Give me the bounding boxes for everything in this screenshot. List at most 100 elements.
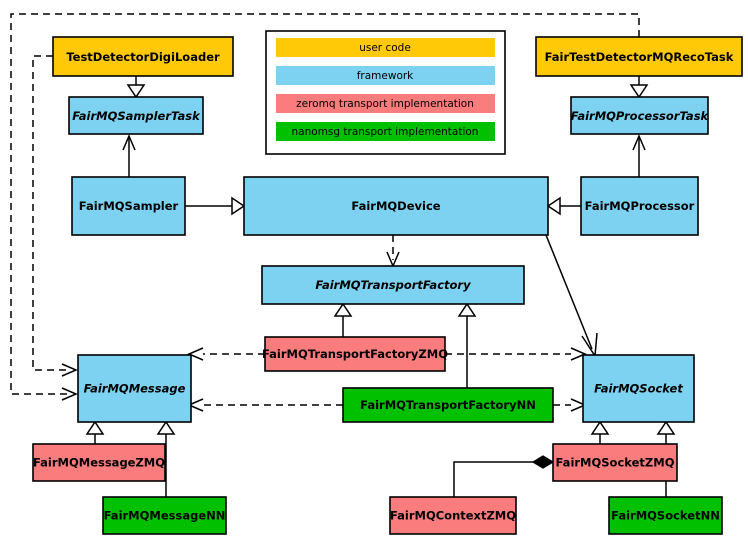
node-FairTestDetectorMQRecoTask[interactable]: FairTestDetectorMQRecoTask (535, 36, 743, 77)
node-box[interactable] (535, 36, 743, 77)
edge-messagezmq-message (85, 420, 105, 444)
edge-digiloader-samplertask (126, 76, 146, 99)
edge-recotask-processortask (629, 76, 649, 99)
arrow-filled-diamond (531, 455, 555, 469)
node-label: FairMQTransportFactoryZMQ (262, 347, 448, 361)
node-layer: TestDetectorDigiLoader FairTestDetectorM… (32, 36, 743, 535)
edge-sampler-device (185, 196, 246, 216)
node-FairMQMessageZMQ[interactable]: FairMQMessageZMQ (32, 443, 166, 482)
arrow-hollow-head (656, 420, 676, 435)
arrow-open-head (122, 134, 136, 151)
legend-label-nanomsg: nanomsg transport implementation (292, 126, 479, 138)
edge-contextzmq-socketzmq (453, 455, 555, 497)
edge-tfnn-tf (457, 302, 477, 388)
node-label: FairMQDevice (351, 199, 440, 213)
node-box[interactable] (582, 354, 695, 423)
node-FairMQTransportFactory[interactable]: FairMQTransportFactory (261, 265, 525, 305)
node-label: FairMQSamplerTask (72, 109, 201, 123)
edge-device-transportfactory (386, 235, 400, 268)
node-FairMQMessage[interactable]: FairMQMessage (77, 354, 192, 423)
legend-label-framework: framework (357, 70, 414, 82)
node-box[interactable] (52, 36, 234, 77)
edge-layer (10, 13, 676, 497)
arrow-hollow-head (333, 302, 353, 317)
legend: user code framework zeromq transport imp… (265, 30, 506, 155)
node-box[interactable] (608, 496, 723, 535)
node-label: FairMQMessage (84, 382, 186, 396)
node-label: FairTestDetectorMQRecoTask (545, 50, 734, 64)
node-FairMQSocketZMQ[interactable]: FairMQSocketZMQ (552, 443, 678, 482)
node-box[interactable] (342, 387, 554, 423)
node-label: TestDetectorDigiLoader (66, 50, 220, 64)
node-box[interactable] (77, 354, 192, 423)
node-label: FairMQTransportFactoryNN (360, 398, 536, 412)
node-FairMQMessageNN[interactable]: FairMQMessageNN (102, 496, 227, 535)
node-box[interactable] (68, 96, 204, 135)
node-FairMQDevice[interactable]: FairMQDevice (243, 176, 549, 236)
legend-item-framework: framework (276, 66, 495, 85)
node-box[interactable] (552, 443, 678, 482)
arrow-open-head (570, 347, 587, 361)
edge-processor-device (546, 196, 581, 216)
legend-swatch-zeromq (276, 94, 495, 113)
edge-tfnn-message (187, 398, 343, 412)
arrow-hollow-head (156, 420, 176, 435)
edge-messagenn-message (156, 420, 176, 497)
node-box[interactable] (580, 176, 699, 236)
node-FairMQProcessorTask[interactable]: FairMQProcessorTask (570, 96, 710, 135)
edge-recotask-message (10, 13, 640, 401)
node-box[interactable] (102, 496, 227, 535)
node-FairMQSamplerTask[interactable]: FairMQSamplerTask (68, 96, 204, 135)
arrow-hollow-head (231, 196, 246, 216)
node-FairMQSocket[interactable]: FairMQSocket (582, 354, 695, 423)
node-label: FairMQProcessor (585, 199, 695, 213)
legend-swatch-user-code (276, 38, 495, 57)
node-FairMQTransportFactoryNN[interactable]: FairMQTransportFactoryNN (342, 387, 554, 423)
arrow-hollow-head (590, 420, 610, 435)
node-label: FairMQSampler (79, 199, 179, 213)
node-label: FairMQContextZMQ (390, 509, 516, 523)
edge-path (32, 55, 70, 371)
arrow-open-head (187, 347, 204, 361)
edge-tfzmq-socket (445, 347, 587, 361)
node-label: FairMQSocket (594, 382, 683, 396)
node-box[interactable] (261, 265, 525, 305)
node-box[interactable] (389, 496, 517, 535)
edge-tfzmq-message (187, 347, 265, 361)
node-label: FairMQSocketZMQ (556, 456, 675, 470)
edge-digiloader-message (32, 55, 78, 377)
node-box[interactable] (264, 336, 446, 372)
node-box[interactable] (243, 176, 549, 236)
node-FairMQTransportFactoryZMQ[interactable]: FairMQTransportFactoryZMQ (262, 336, 448, 372)
node-FairMQSampler[interactable]: FairMQSampler (71, 176, 186, 236)
node-FairMQContextZMQ[interactable]: FairMQContextZMQ (389, 496, 517, 535)
edge-path (10, 13, 640, 395)
node-label: FairMQMessageZMQ (33, 456, 165, 470)
arrow-hollow-head (629, 84, 649, 99)
node-label: FairMQSocketNN (611, 509, 720, 523)
arrow-hollow-head (85, 420, 105, 435)
legend-item-zeromq: zeromq transport implementation (276, 94, 495, 113)
arrow-open-head (632, 134, 646, 151)
node-box[interactable] (570, 96, 709, 135)
legend-item-user-code: user code (276, 38, 495, 57)
arrow-hollow-head (126, 84, 146, 99)
node-label: FairMQMessageNN (104, 509, 226, 523)
node-label: FairMQTransportFactory (315, 278, 471, 292)
node-label: FairMQProcessorTask (571, 109, 710, 123)
legend-label-zeromq: zeromq transport implementation (296, 98, 474, 110)
arrow-hollow-head (546, 196, 561, 216)
edge-tfnn-socket (553, 398, 587, 412)
arrow-open-head (61, 363, 78, 377)
edge-device-socket (545, 234, 598, 359)
node-box[interactable] (71, 176, 186, 236)
arrow-open-head (61, 387, 78, 401)
node-TestDetectorDigiLoader[interactable]: TestDetectorDigiLoader (52, 36, 234, 77)
node-FairMQProcessor[interactable]: FairMQProcessor (580, 176, 699, 236)
node-box[interactable] (32, 443, 166, 482)
legend-swatch-nanomsg (276, 122, 495, 141)
legend-item-nanomsg: nanomsg transport implementation (276, 122, 495, 141)
node-FairMQSocketNN[interactable]: FairMQSocketNN (608, 496, 723, 535)
